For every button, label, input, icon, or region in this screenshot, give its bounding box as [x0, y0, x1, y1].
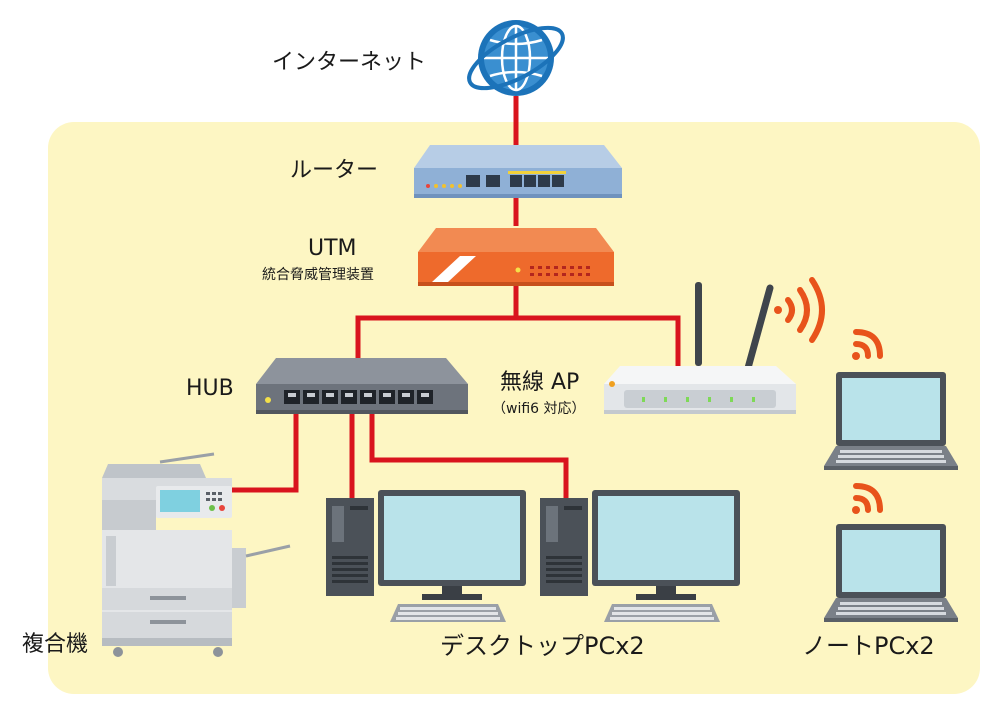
- laptop-icon: [824, 372, 958, 470]
- cable-hub-mfp: [232, 410, 299, 493]
- utm-label: UTM: [308, 236, 357, 261]
- access-point-icon: [604, 282, 796, 414]
- internet-label: インターネット: [272, 50, 427, 75]
- laptop-icon: [824, 524, 958, 622]
- router-icon: [414, 145, 622, 198]
- desktop-pc-icon: [326, 490, 526, 622]
- hub-icon: [256, 358, 468, 414]
- utm-icon: [418, 228, 614, 286]
- router-label: ルーター: [290, 158, 379, 183]
- desktop-label: デスクトップPCx2: [440, 632, 645, 660]
- cable-utm-ap: [516, 315, 681, 368]
- mfp-label: 複合機: [22, 632, 89, 657]
- wifi-signal-icon: [852, 483, 883, 514]
- hub-label: HUB: [186, 376, 234, 401]
- network-cables: [232, 96, 681, 498]
- desktop-pc-icon: [540, 490, 740, 622]
- access-point-label: 無線 AP: [500, 370, 580, 395]
- cable-hub-desktop2: [369, 410, 569, 498]
- globe-icon: [467, 20, 565, 96]
- utm-description-label: 統合脅威管理装置: [262, 267, 374, 283]
- cable-utm-hub: [355, 315, 516, 360]
- wifi-signal-icon: [852, 329, 883, 360]
- laptop-label: ノートPCx2: [802, 632, 935, 660]
- wifi-signal-icon: [774, 277, 825, 343]
- access-point-note: （wifi6 対応）: [492, 401, 586, 417]
- mfp-icon: [102, 452, 291, 657]
